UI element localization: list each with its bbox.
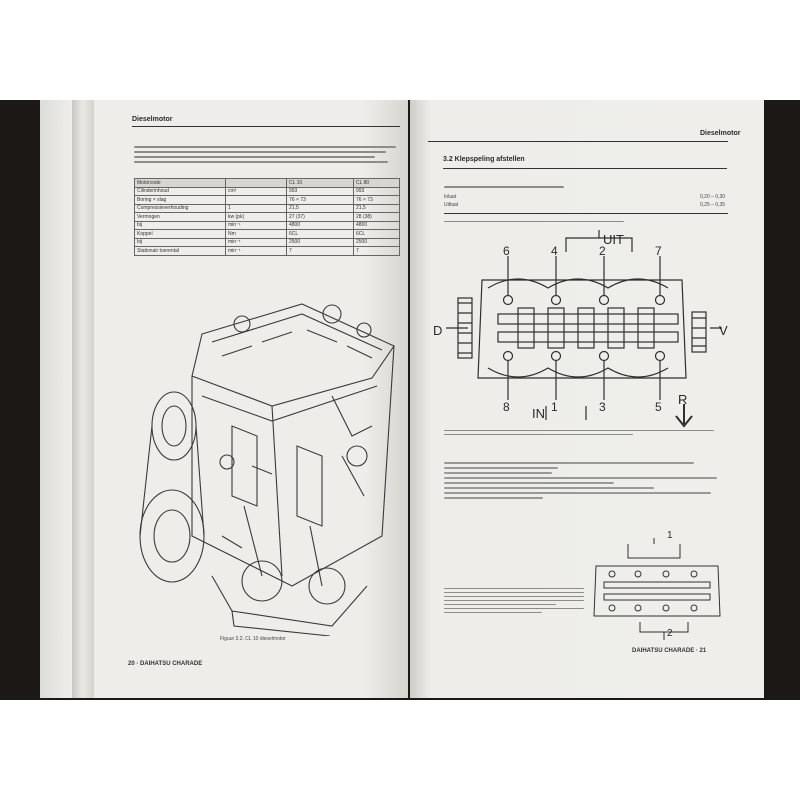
page-edges: [72, 100, 94, 698]
procedure-steps: [444, 462, 728, 502]
right-page-footer: DAIHATSU CHARADE · 21: [632, 648, 707, 654]
label-uit: UIT: [603, 232, 624, 247]
section-rule: [443, 168, 727, 169]
figure-3-4-caption: [444, 588, 584, 616]
label-v: V: [719, 323, 728, 338]
right-page-header: Dieselmotor: [700, 130, 741, 137]
spec-inlet-value: 0,20 – 0,30: [700, 194, 726, 200]
left-header-rule: [132, 126, 400, 127]
valve-number-top: 2: [599, 244, 606, 258]
valve-number-bottom: 1: [551, 400, 558, 414]
right-header-rule: [428, 141, 728, 142]
spec-rule: [444, 213, 728, 214]
figure-caption: Figuur 3.2. CL 10 dieselmotor: [220, 636, 286, 642]
small-valve-diagram: [593, 538, 721, 640]
spec-outlet-label: Uitlaat: [444, 202, 459, 208]
label-r: R: [678, 392, 688, 407]
engine-illustration: [139, 303, 395, 636]
valve-number-bottom: 3: [599, 400, 606, 414]
valve-number-top: 7: [655, 244, 662, 258]
small-diagram-label-2: 2: [667, 628, 673, 639]
valve-number-bottom: 8: [503, 400, 510, 414]
spec-footnote: [444, 221, 624, 225]
left-intro-paragraph: [134, 146, 396, 166]
valve-number-top: 4: [551, 244, 558, 258]
left-page-footer: 20 · DAIHATSU CHARADE: [128, 661, 203, 667]
camshaft-diagram: [446, 230, 722, 428]
valve-number-bottom: 5: [655, 400, 662, 414]
small-diagram-label-1: 1: [667, 530, 673, 541]
spec-inlet-label: Inlaat: [444, 194, 457, 200]
label-in: IN: [532, 406, 545, 421]
section-title: 3.2 Klepspeling afstellen: [443, 156, 525, 163]
right-page: [410, 100, 764, 698]
spec-outlet-value: 0,25 – 0,35: [700, 202, 726, 208]
figure-3-3-caption: [444, 430, 714, 438]
valve-number-top: 6: [503, 244, 510, 258]
clearance-intro: [444, 186, 564, 191]
table-header-row: Motorcode CL 10 CL 80: [134, 178, 400, 188]
left-page-header: Dieselmotor: [132, 116, 173, 123]
label-d: D: [433, 323, 443, 338]
